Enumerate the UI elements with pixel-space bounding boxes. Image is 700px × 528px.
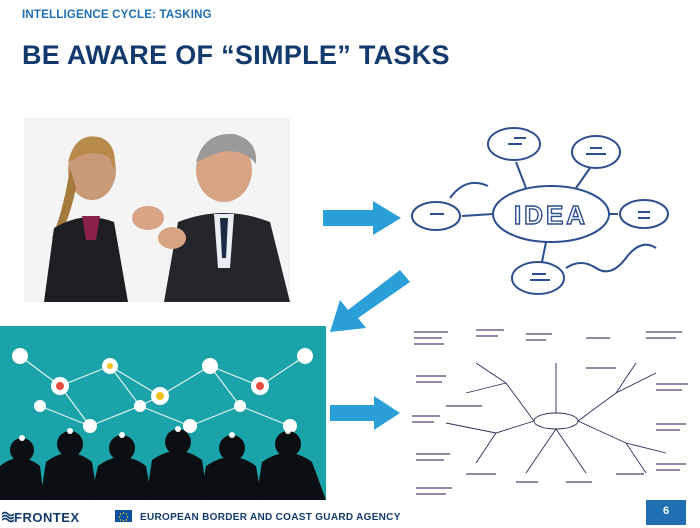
arrow-down-left bbox=[330, 270, 410, 332]
page-number: 6 bbox=[662, 505, 670, 517]
frontex-logo-icon bbox=[2, 511, 14, 523]
network-illustration bbox=[0, 326, 326, 500]
photo-conversation bbox=[24, 118, 290, 302]
agency-name: EUROPEAN BORDER AND COAST GUARD AGENCY bbox=[140, 512, 401, 523]
arrow-right-1 bbox=[323, 201, 401, 235]
arrow-right-2 bbox=[330, 396, 400, 430]
eu-flag-icon bbox=[115, 510, 132, 522]
slide-title: BE AWARE OF “SIMPLE” TASKS bbox=[22, 40, 450, 70]
page-number-box bbox=[646, 500, 686, 525]
frontex-brand: FRONTEX bbox=[14, 510, 80, 525]
idea-label: IDEA bbox=[514, 200, 588, 230]
section-kicker: INTELLIGENCE CYCLE: TASKING bbox=[22, 9, 212, 21]
handwritten-mindmap bbox=[406, 323, 696, 501]
idea-sketch: IDEA bbox=[406, 118, 696, 304]
